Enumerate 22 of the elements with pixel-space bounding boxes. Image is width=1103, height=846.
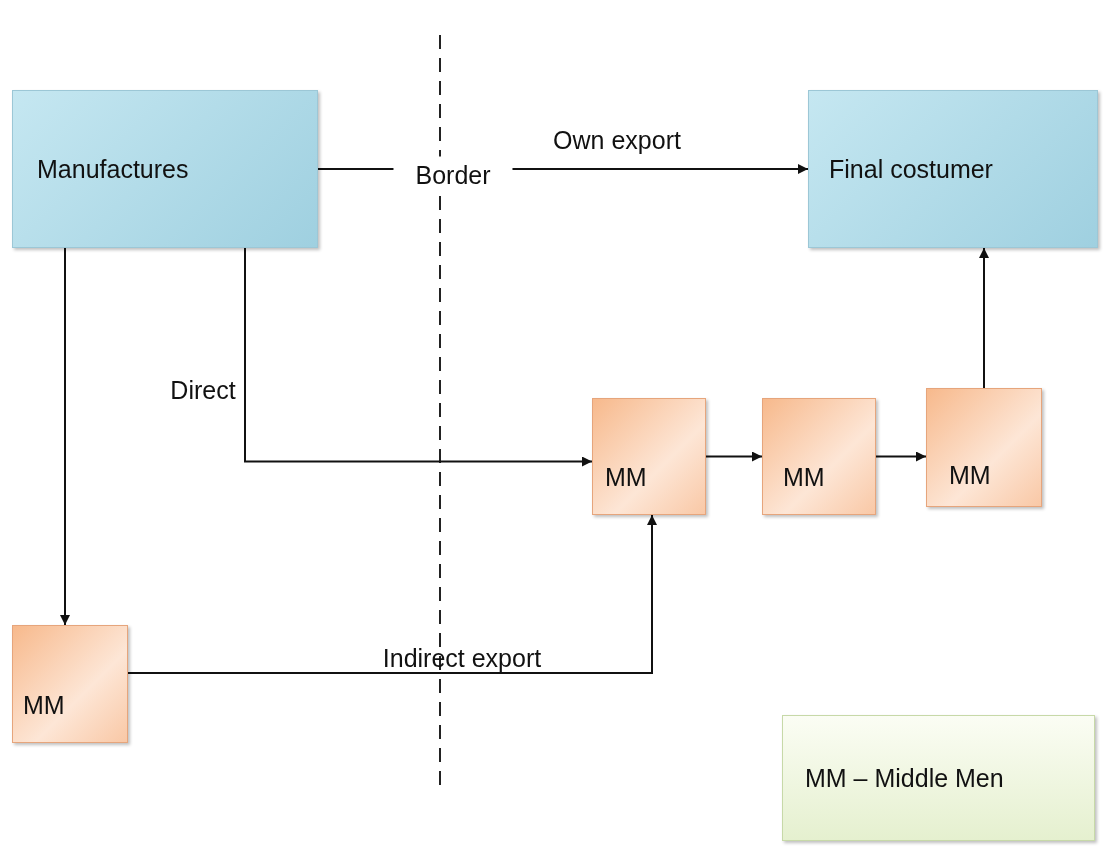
- node-label: MM: [23, 691, 65, 720]
- edge-label: Own export: [552, 125, 682, 155]
- node-label: MM: [783, 463, 825, 492]
- arrow: [127, 514, 657, 674]
- arrow: [875, 451, 927, 462]
- middleman-box: [926, 388, 1042, 507]
- node-label: MM: [605, 463, 647, 492]
- arrow: [979, 247, 989, 389]
- node-label: MM: [949, 461, 991, 490]
- node-label: Manufactures: [37, 154, 189, 184]
- middleman-box: [592, 398, 706, 515]
- arrow: [244, 247, 593, 467]
- key-box: [782, 715, 1095, 841]
- entity-box: [808, 90, 1098, 248]
- node-label: MM – Middle Men: [805, 763, 1004, 793]
- edge-label: Indirect export: [381, 643, 543, 673]
- middleman-box: [12, 625, 128, 743]
- node-label: Final costumer: [829, 154, 993, 184]
- middleman-box: [762, 398, 876, 515]
- arrow: [705, 451, 763, 462]
- entity-box: [12, 90, 318, 248]
- arrow: [60, 247, 70, 626]
